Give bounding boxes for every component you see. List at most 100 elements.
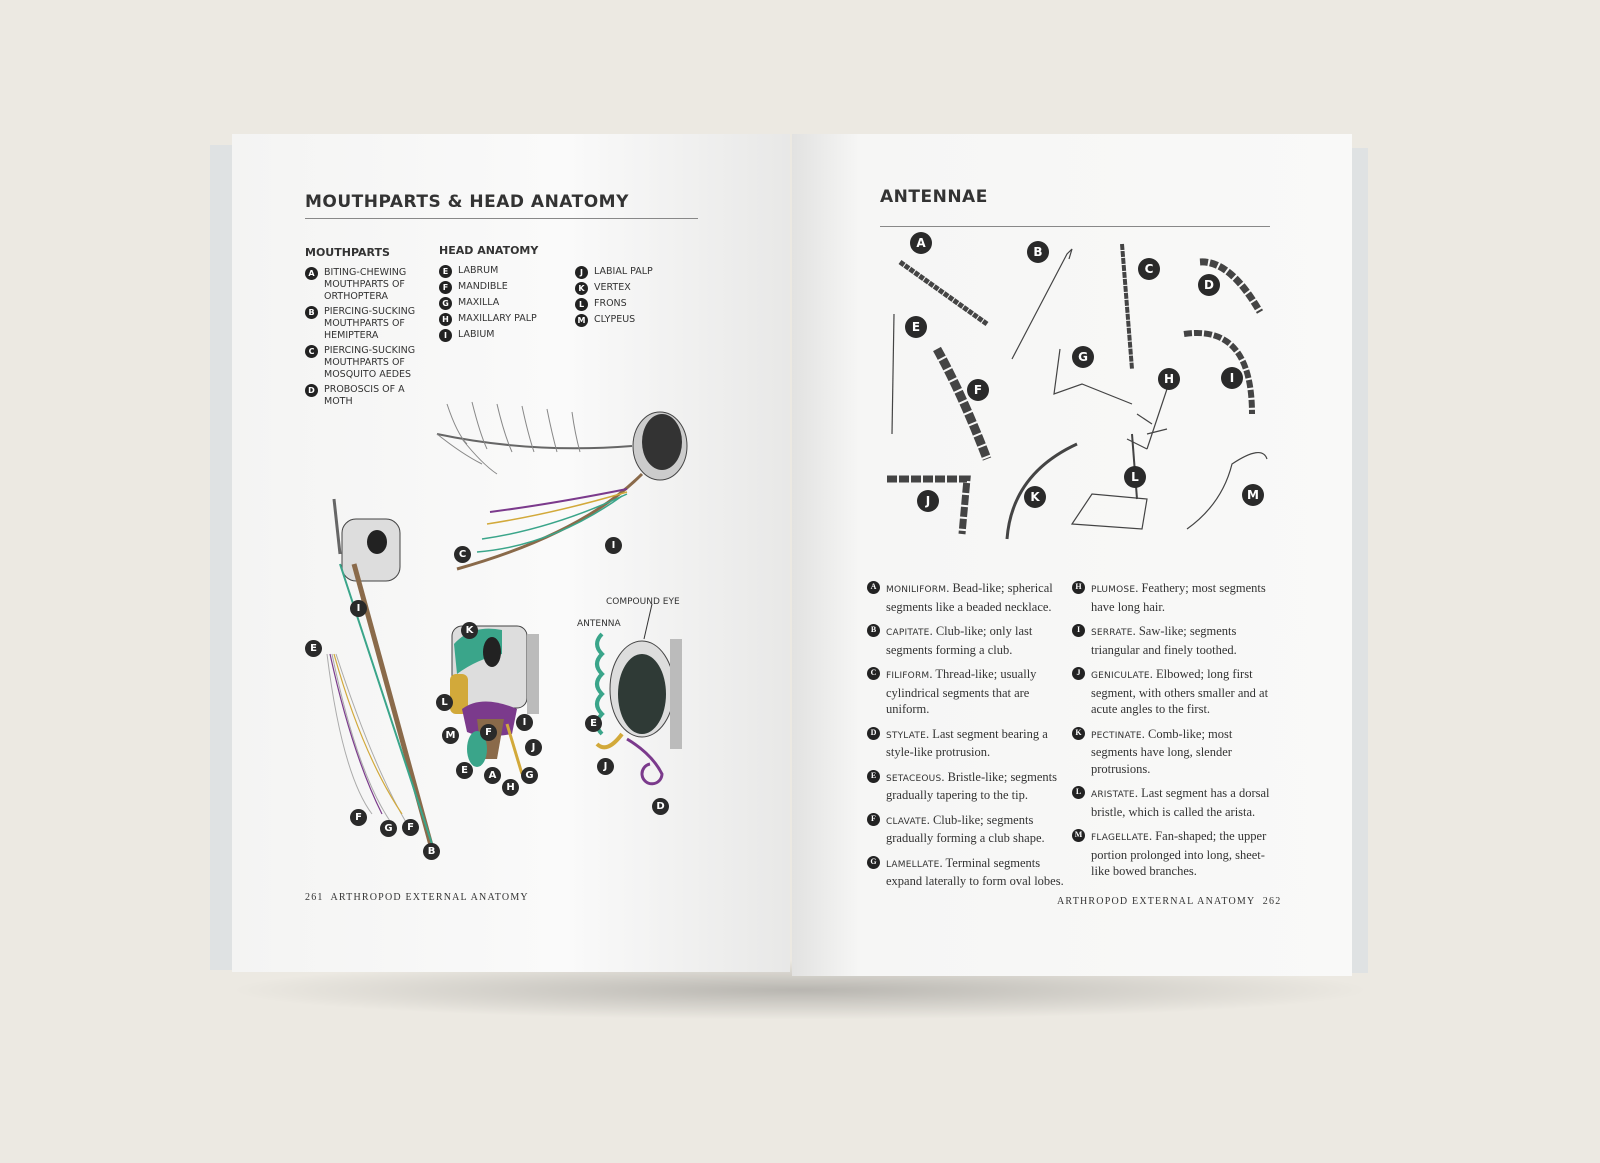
- antenna-definition: Terminal segments expand laterally to fo…: [886, 855, 1064, 889]
- antenna-term: CLAVATE: [886, 816, 927, 827]
- figure-label: G: [1072, 346, 1094, 368]
- letter-badge-icon: C: [305, 345, 318, 358]
- antenna-term: SETACEOUS: [886, 773, 942, 784]
- antenna-definition: Club-like; segments gradually forming a …: [886, 812, 1045, 846]
- figure-label: E: [585, 715, 602, 732]
- figure-label: I: [605, 537, 622, 554]
- letter-badge-icon: B: [305, 306, 318, 319]
- left-footer: 261 ARTHROPOD EXTERNAL ANATOMY: [305, 892, 529, 903]
- antenna-term: GENICULATE: [1091, 671, 1150, 681]
- antenna-definition: Bristle-like; segments gradually taperin…: [886, 769, 1057, 803]
- antenna-term: STYLATE: [886, 730, 926, 741]
- letter-badge-icon: F: [439, 281, 452, 294]
- legend-item: I LABIUM: [439, 329, 569, 342]
- legend-label: LABIAL PALP: [594, 266, 653, 277]
- letter-badge-icon: E: [867, 769, 880, 783]
- legend-label: MAXILLARY PALP: [458, 313, 537, 324]
- legend-label: LABIUM: [458, 329, 495, 340]
- figure-label: C: [454, 546, 471, 563]
- letter-badge-icon: J: [1072, 667, 1085, 680]
- figure-label: B: [1027, 241, 1049, 263]
- figure-label: A: [484, 767, 501, 784]
- letter-badge-icon: J: [575, 266, 588, 279]
- title-rule: [305, 218, 698, 219]
- figure-label: G: [380, 820, 397, 837]
- figure-label: K: [1024, 486, 1046, 508]
- figure-label: D: [652, 798, 669, 815]
- letter-badge-icon: M: [575, 314, 588, 327]
- page-number: 261: [305, 892, 324, 903]
- orthoptera-illustration: [450, 625, 539, 775]
- letter-badge-icon: I: [439, 329, 452, 342]
- mosquito-illustration: [436, 401, 688, 571]
- figure-label: G: [521, 767, 538, 784]
- letter-badge-icon: E: [439, 265, 452, 278]
- legend-label: PIERCING-SUCKING MOUTHPARTS OF HEMIPTERA: [324, 306, 416, 341]
- figure-label: J: [525, 739, 542, 756]
- figure-label: A: [910, 232, 932, 254]
- figure-label: D: [1198, 274, 1220, 296]
- legend-label: PIERCING-SUCKING MOUTHPARTS OF MOSQUITO …: [324, 345, 416, 380]
- letter-badge-icon: B: [867, 624, 880, 637]
- antenna-term: FLAGELLATE: [1091, 833, 1149, 843]
- figure-label: F: [967, 379, 989, 401]
- letter-badge-icon: L: [575, 298, 588, 311]
- page-edges-right: [1350, 148, 1368, 973]
- figure-label: E: [456, 762, 473, 779]
- figure-label: I: [1221, 367, 1243, 389]
- figure-label: E: [905, 316, 927, 338]
- antenna-definition: Feathery; most segments have long hair.: [1091, 581, 1266, 614]
- figure-label: J: [917, 490, 939, 512]
- antenna-term: SERRATE: [1091, 628, 1133, 638]
- legend-item: H MAXILLARY PALP: [439, 313, 569, 326]
- page-edges-left: [210, 145, 234, 970]
- legend-label: MANDIBLE: [458, 281, 508, 292]
- antenna-definition: Thread-like; usually cylindrical segment…: [886, 667, 1037, 716]
- legend-item: C PIERCING-SUCKING MOUTHPARTS OF MOSQUITO…: [305, 345, 425, 381]
- legend-label: MAXILLA: [458, 297, 500, 308]
- mouthparts-illustrations: [326, 401, 688, 850]
- page-title: ANTENNAE: [880, 187, 988, 207]
- figure-label: H: [502, 779, 519, 796]
- right-footer: ARTHROPOD EXTERNAL ANATOMY 262: [1057, 896, 1281, 907]
- antenna-definition: Last segment has a dorsal bristle, which…: [1091, 786, 1270, 819]
- letter-badge-icon: L: [1072, 786, 1085, 799]
- figure-label: E: [305, 640, 322, 657]
- figure-label: F: [350, 809, 367, 826]
- legend-item: F MANDIBLE: [439, 281, 569, 294]
- letter-badge-icon: H: [1072, 581, 1085, 594]
- figure-label: M: [442, 727, 459, 744]
- figure-label: C: [1138, 258, 1160, 280]
- page-number: 262: [1262, 896, 1282, 907]
- antenna-term: LAMELLATE: [886, 859, 940, 870]
- letter-badge-icon: D: [305, 384, 318, 397]
- legend-label: CLYPEUS: [594, 314, 636, 325]
- antenna-term: PLUMOSE: [1091, 585, 1136, 595]
- letter-badge-icon: M: [1072, 829, 1085, 842]
- legend-label: BITING-CHEWING MOUTHPARTS OF ORTHOPTERA: [324, 267, 407, 302]
- antenna-term: FILIFORM: [886, 671, 930, 681]
- figure-label: L: [436, 694, 453, 711]
- figure-label: L: [1124, 466, 1146, 488]
- letter-badge-icon: I: [1072, 624, 1085, 637]
- letter-badge-icon: H: [439, 313, 452, 326]
- letter-badge-icon: K: [1072, 726, 1085, 740]
- legend-label: VERTEX: [594, 282, 631, 293]
